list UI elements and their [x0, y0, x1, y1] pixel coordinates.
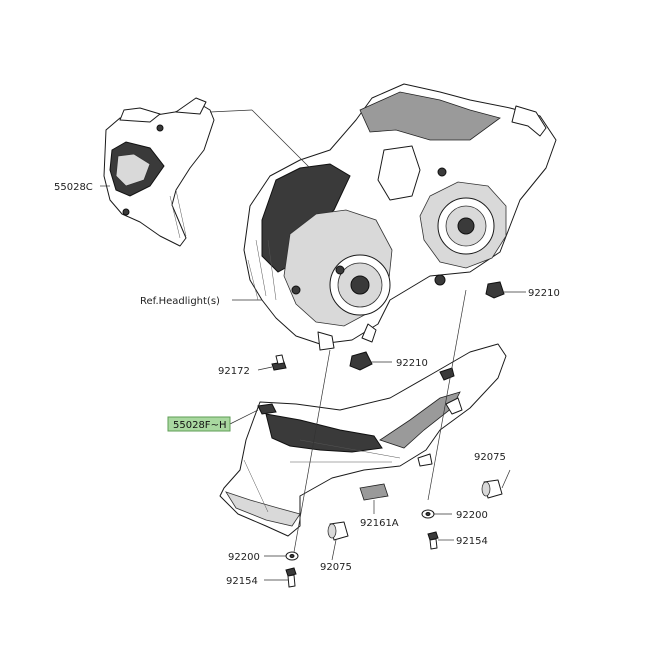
- headlight-assembly: [243, 83, 557, 351]
- callout-92154-left: 92154: [226, 576, 258, 587]
- callout-55028F: 55028F~H: [173, 420, 226, 431]
- lower-cowl-part: [219, 343, 507, 537]
- callout-92200-right: 92200: [456, 510, 488, 521]
- leader-lines: [100, 109, 526, 581]
- callout-ref-headlight: Ref.Headlight(s): [140, 296, 220, 307]
- bolt-92154-left: [285, 567, 297, 588]
- grommet-92075-right: [481, 479, 503, 499]
- callout-92075-right: 92075: [474, 452, 506, 463]
- pad-92161A: [359, 483, 389, 501]
- bolt-92154-right: [427, 531, 439, 550]
- clip-nut-right: [485, 281, 505, 299]
- callout-92075-left: 92075: [320, 562, 352, 573]
- callout-92154-right: 92154: [456, 536, 488, 547]
- callout-92161A: 92161A: [360, 518, 399, 529]
- callout-92210-right: 92210: [528, 288, 560, 299]
- grommet-92075-left: [327, 521, 349, 541]
- callout-92200-left: 92200: [228, 552, 260, 563]
- callout-55028F-highlight: 55028F~H: [167, 416, 231, 432]
- callout-92172: 92172: [218, 366, 250, 377]
- clip-nut-center: [349, 351, 373, 371]
- callout-55028C: 55028C: [54, 182, 93, 193]
- callout-92210-center: 92210: [396, 358, 428, 369]
- washer-92200-right: [421, 509, 435, 519]
- upper-cowl-part: [103, 97, 215, 247]
- screw-92172: [271, 354, 287, 371]
- washer-92200-left: [285, 551, 299, 561]
